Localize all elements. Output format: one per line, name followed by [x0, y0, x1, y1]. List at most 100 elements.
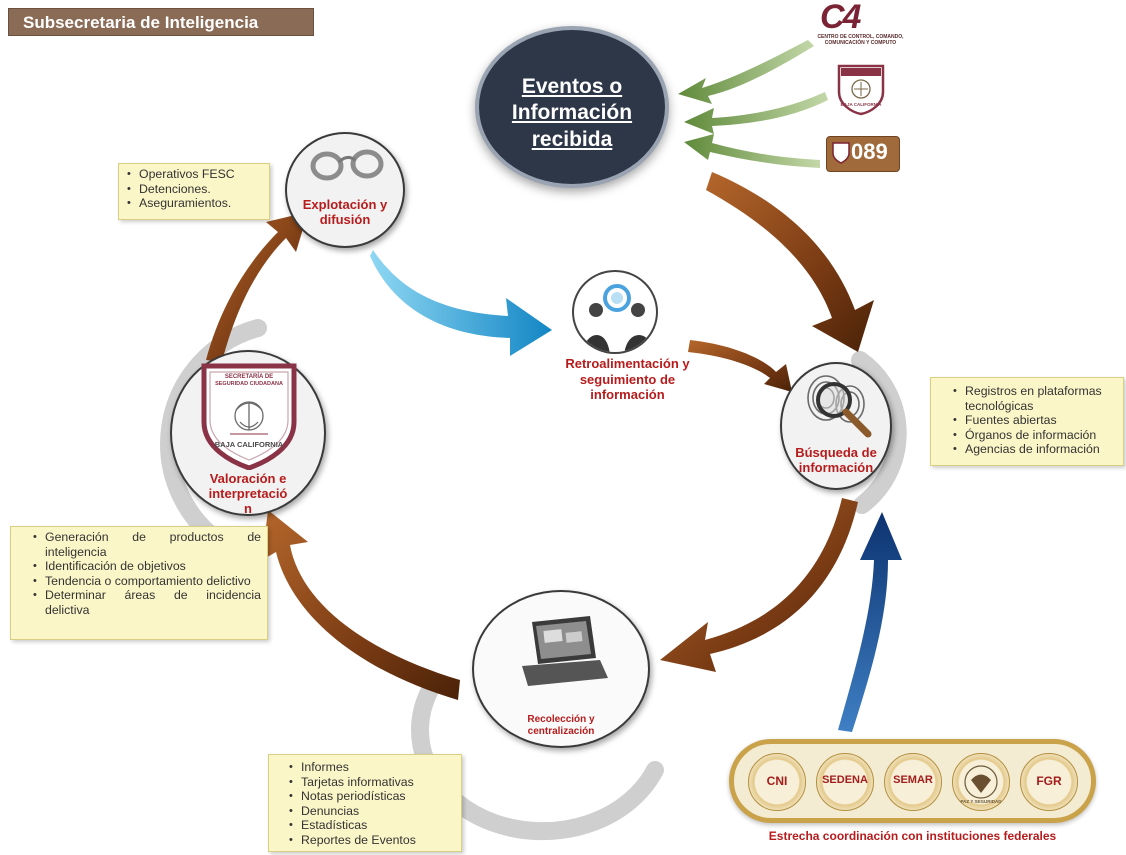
center-title-line: Información — [511, 101, 633, 125]
list-item: Registros en plataformas tecnológicas — [953, 384, 1117, 413]
note-list: Generación de productos de inteligencia … — [11, 527, 267, 621]
arrow-explotacion-to-feedback — [370, 250, 552, 356]
list-item: Estadísticas — [289, 818, 455, 833]
c5-shield-icon — [837, 64, 885, 116]
seal-label: CNI — [766, 774, 788, 788]
center-title: Eventos o Información recibida — [479, 74, 665, 153]
seal-label: FGR — [1036, 774, 1062, 788]
label-line: difusión — [319, 211, 371, 227]
seal-label: SEDENA — [822, 774, 868, 786]
c4-mark: C4 — [820, 0, 861, 36]
list-item: Generación de productos de inteligencia — [33, 530, 261, 559]
note-list: Informes Tarjetas informativas Notas per… — [269, 755, 461, 851]
center-circle: Eventos o Información recibida — [475, 26, 669, 188]
list-item: Denuncias — [289, 804, 455, 819]
brown-arrows — [206, 172, 874, 700]
arrow-busqueda-to-recoleccion — [660, 498, 858, 672]
seal-semar: SEMAR — [884, 753, 942, 811]
ssc-shield-logo: SECRETARÍA DE SEGURIDAD CIUDADANA BAJA C… — [200, 362, 298, 471]
note-explotacion: Operativos FESC Detenciones. Aseguramien… — [118, 163, 270, 220]
node-recoleccion-label: Recolección y centralización — [474, 714, 648, 737]
federal-institutions-panel: CNI SEDENA SEMAR PAZ Y SEGURIDAD FGR — [729, 739, 1096, 823]
fingerprint-magnifier-icon — [807, 375, 872, 438]
list-item: Operativos FESC — [127, 167, 263, 182]
label-line: n — [244, 500, 252, 516]
c4-caption-line: CENTRO DE CONTROL, COMANDO, — [817, 34, 904, 40]
arrow-feedback-to-busqueda — [688, 340, 792, 392]
grey-swoosh-right — [851, 351, 907, 514]
note-recoleccion: Informes Tarjetas informativas Notas per… — [268, 754, 462, 852]
list-item: Fuentes abiertas — [953, 413, 1117, 428]
arrow-valoracion-to-explotacion — [206, 212, 308, 362]
label-line: información — [590, 387, 665, 403]
list-item: Tarjetas informativas — [289, 775, 455, 790]
label-line: Recolección y — [527, 714, 595, 725]
label-line: centralización — [527, 725, 595, 737]
note-list: Registros en plataformas tecnológicas Fu… — [931, 378, 1123, 460]
c5-logo: BAJA CALIFORNIA — [835, 62, 887, 116]
green-arrows — [678, 40, 828, 168]
list-item: Determinar áreas de incidencia delictiva — [33, 588, 261, 617]
handcuffs-icon — [310, 149, 384, 181]
shield-bottom-caption: BAJA CALIFORNIA — [214, 440, 284, 449]
list-item: Detenciones. — [127, 182, 263, 197]
shield-top-line: SEGURIDAD CIUDADANA — [215, 381, 283, 387]
eagle-emblem — [234, 401, 264, 431]
node-explotacion: Explotación y difusión — [285, 132, 405, 248]
node-valoracion-label: Valoración e interpretació n — [172, 471, 324, 517]
label-line: Explotación y — [302, 197, 388, 212]
node-explotacion-label: Explotación y difusión — [287, 197, 403, 228]
arrow-recoleccion-to-valoracion — [262, 510, 460, 700]
note-valoracion: Generación de productos de inteligencia … — [10, 526, 268, 640]
label-line: Retroalimentación y — [565, 356, 690, 371]
label-line: seguimiento de — [579, 371, 676, 387]
label-line: Búsqueda de — [795, 445, 877, 460]
list-item: Notas periodísticas — [289, 789, 455, 804]
seal-label: SEMAR — [893, 774, 933, 786]
grey-swoosh-bottom — [411, 681, 664, 841]
laptop-documents-icon — [522, 616, 608, 686]
feedback-icon-circle — [572, 270, 658, 354]
federal-caption: Estrecha coordinación con instituciones … — [768, 829, 1057, 843]
arrow-089-to-center — [684, 134, 820, 168]
feedback-label: Retroalimentación y seguimiento de infor… — [540, 356, 715, 403]
node-valoracion: SECRETARÍA DE SEGURIDAD CIUDADANA BAJA C… — [170, 350, 326, 516]
shield-icon — [832, 142, 850, 164]
seal-cni: CNI — [748, 753, 806, 811]
node-busqueda: Búsqueda de información — [780, 362, 892, 490]
label-line: información — [798, 459, 874, 475]
seal-ring-text: PAZ Y SEGURIDAD — [960, 799, 1002, 804]
list-item: Identificación de objetivos — [33, 559, 261, 574]
list-item: Informes — [289, 760, 455, 775]
node-busqueda-label: Búsqueda de información — [782, 445, 890, 476]
arrow-federal-to-busqueda — [838, 512, 902, 732]
label-line: Valoración e — [209, 471, 287, 486]
list-item: Agencias de información — [953, 442, 1117, 457]
node-recoleccion: Recolección y centralización — [472, 590, 650, 748]
label-line: interpretació — [208, 485, 288, 501]
seal-sedena: SEDENA — [816, 753, 874, 811]
c5-caption: BAJA CALIFORNIA — [840, 102, 882, 107]
emergency-089-logo: 089 — [826, 136, 900, 172]
arrow-eventos-to-busqueda — [706, 172, 874, 352]
list-item: Aseguramientos. — [127, 196, 263, 211]
note-busqueda: Registros en plataformas tecnológicas Fu… — [930, 377, 1124, 466]
list-item: Tendencia o comportamiento delictivo — [33, 574, 261, 589]
eagle-icon — [964, 765, 998, 799]
page-title: Subsecretaria de Inteligencia — [8, 8, 314, 36]
emergency-number: 089 — [851, 139, 888, 164]
c4-logo: C4 CENTRO DE CONTROL, COMANDO, COMUNICAC… — [798, 0, 923, 48]
seal-guardia-nacional: PAZ Y SEGURIDAD — [952, 753, 1010, 811]
center-title-line: Eventos o — [521, 75, 623, 98]
list-item: Reportes de Eventos — [289, 833, 455, 848]
meeting-people-icon — [582, 284, 654, 352]
center-title-line: recibida — [531, 127, 613, 151]
shield-top-line: SECRETARÍA DE — [224, 374, 274, 380]
shield-icon — [201, 363, 297, 471]
c4-caption-line: COMUNICACIÓN Y COMPUTO — [824, 40, 897, 46]
seal-fgr: FGR — [1020, 753, 1078, 811]
arrow-c4-to-center — [678, 40, 814, 104]
note-list: Operativos FESC Detenciones. Aseguramien… — [119, 164, 269, 214]
arrow-c5-to-center — [684, 92, 828, 134]
